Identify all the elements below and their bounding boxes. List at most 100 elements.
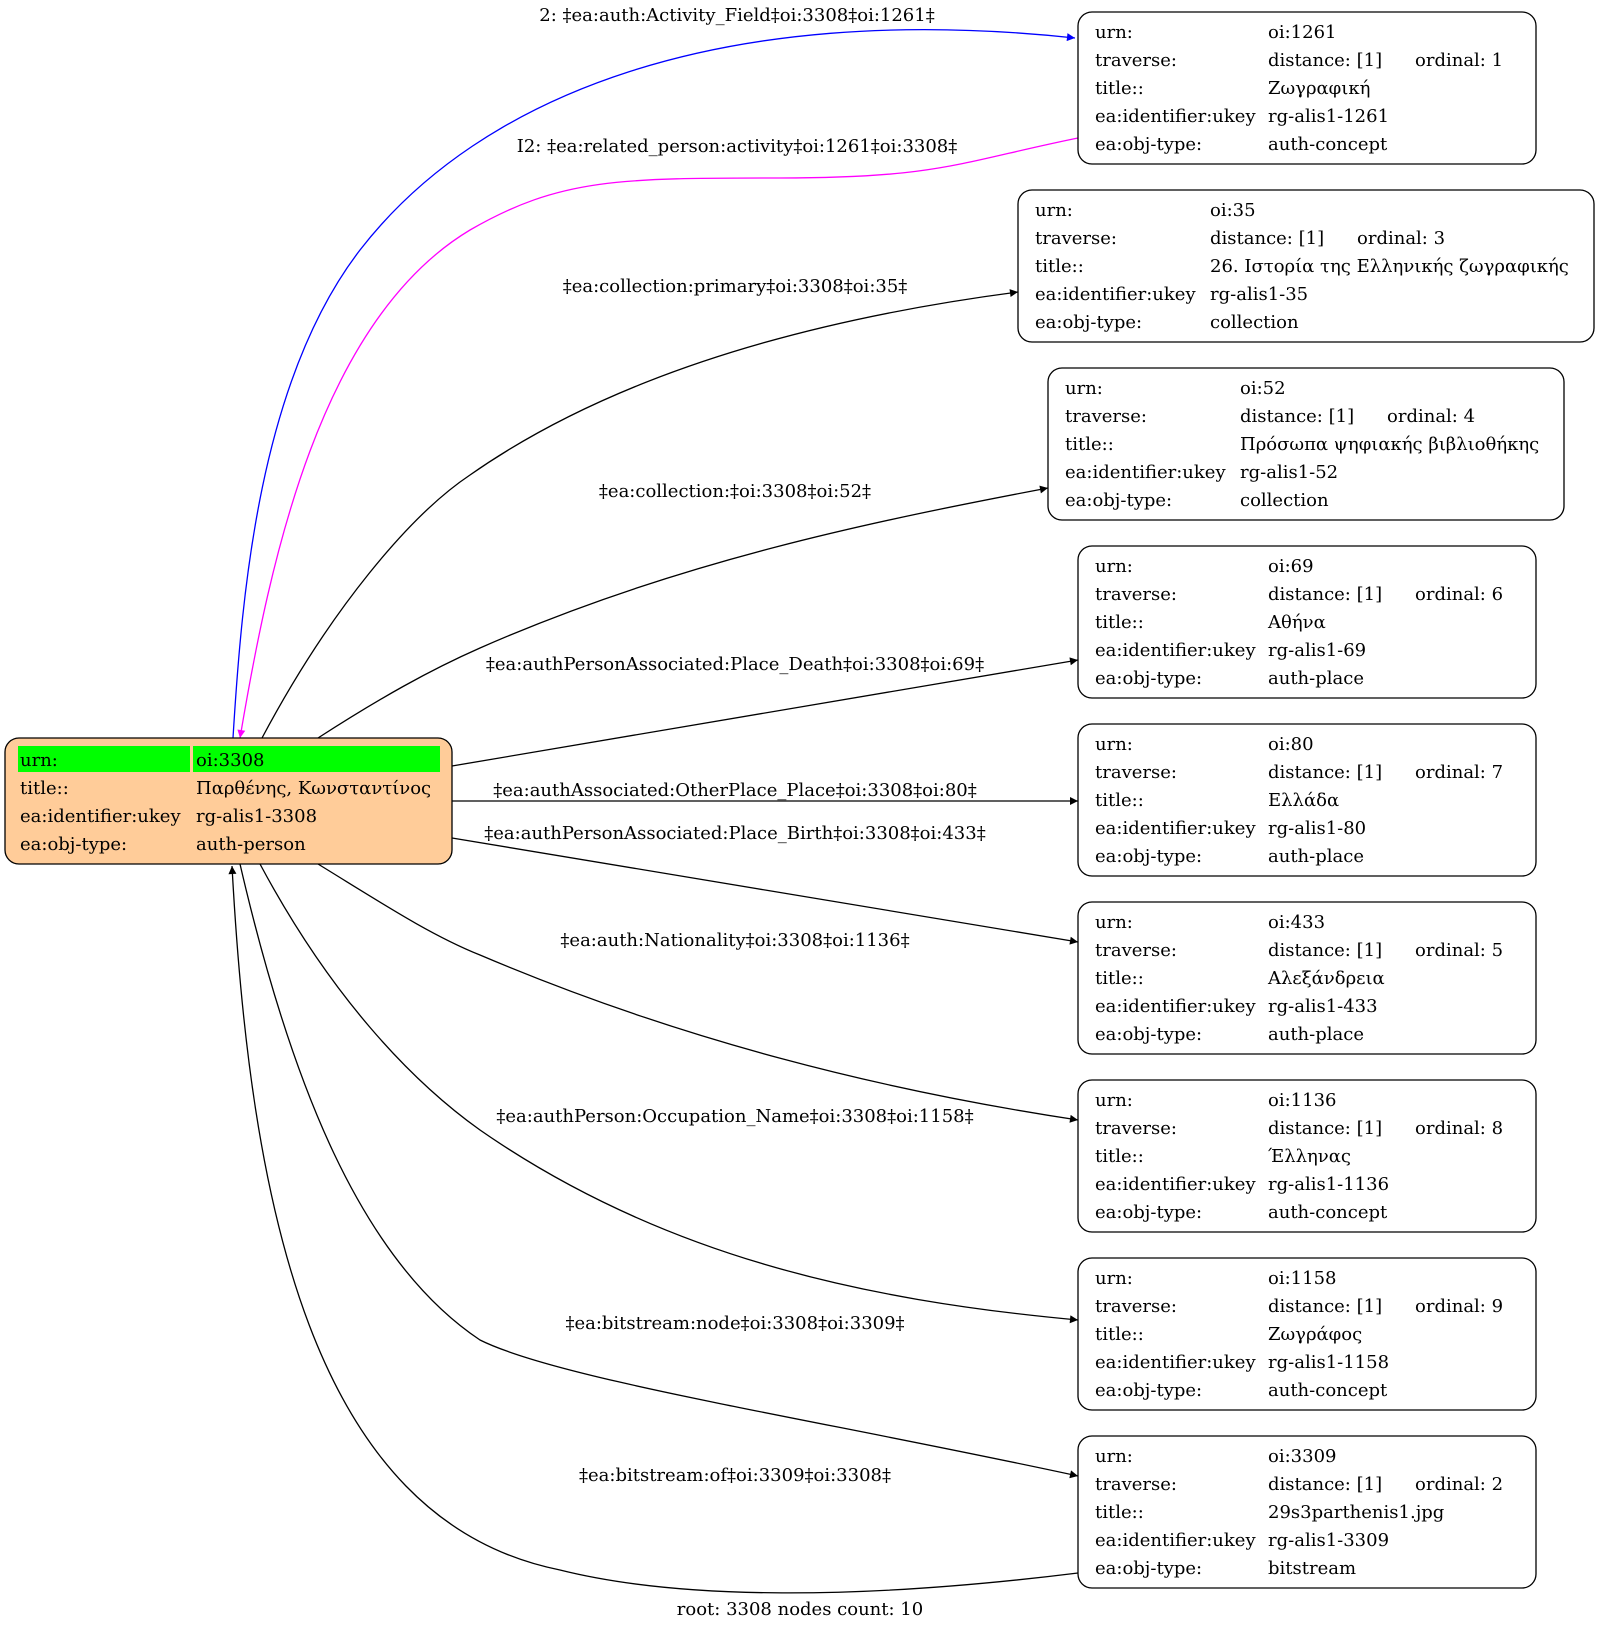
node-ukey-value: rg-alis1-69 bbox=[1268, 640, 1366, 661]
node-ukey-value: rg-alis1-35 bbox=[1210, 284, 1308, 305]
edge-label-collection: ‡ea:collection:‡oi:3308‡oi:52‡ bbox=[599, 481, 871, 502]
root-type-value: auth-person bbox=[196, 834, 306, 855]
root-urn-highlight-key bbox=[18, 746, 190, 772]
node-type-value: auth-place bbox=[1268, 1024, 1364, 1045]
node-type-label: ea:obj-type: bbox=[1095, 668, 1202, 689]
node-title-value: Αθήνα bbox=[1267, 612, 1326, 633]
edge-place-death bbox=[451, 657, 1079, 767]
node-urn-label: urn: bbox=[1035, 200, 1073, 221]
node-urn-value: oi:3309 bbox=[1268, 1446, 1336, 1467]
node-urn-label: urn: bbox=[1095, 556, 1133, 577]
node-type-label: ea:obj-type: bbox=[1095, 1380, 1202, 1401]
node-type-value: collection bbox=[1240, 490, 1329, 511]
node-traverse-label: traverse: bbox=[1065, 406, 1147, 427]
node-urn-label: urn: bbox=[1095, 22, 1133, 43]
node-ukey-label: ea:identifier:ukey bbox=[1095, 996, 1256, 1017]
node-urn-label: urn: bbox=[1065, 378, 1103, 399]
node-urn-value: oi:1136 bbox=[1268, 1090, 1336, 1111]
root-title-label: title:: bbox=[20, 778, 69, 799]
node-title-value: Έλληνας bbox=[1268, 1146, 1351, 1167]
node-box bbox=[1077, 723, 1537, 877]
node-urn-label: urn: bbox=[1095, 1446, 1133, 1467]
node-title-label: title:: bbox=[1095, 968, 1144, 989]
node-title-value: 29s3parthenis1.jpg bbox=[1268, 1502, 1444, 1523]
node-title-value: Αλεξάνδρεια bbox=[1267, 968, 1385, 989]
node-distance-value: distance: [1] bbox=[1268, 940, 1382, 961]
node-type-label: ea:obj-type: bbox=[1095, 1202, 1202, 1223]
node-distance-value: distance: [1] bbox=[1268, 762, 1382, 783]
edge-nationality bbox=[317, 863, 1079, 1123]
node-type-value: bitstream bbox=[1268, 1558, 1356, 1579]
node-ordinal-value: ordinal: 6 bbox=[1415, 584, 1503, 605]
node-type-value: auth-place bbox=[1268, 668, 1364, 689]
node-box bbox=[1077, 1257, 1537, 1411]
edge-label-other-place: ‡ea:authAssociated:OtherPlace_Place‡oi:3… bbox=[493, 780, 977, 801]
node-ordinal-value: ordinal: 3 bbox=[1357, 228, 1445, 249]
node-title-label: title:: bbox=[1095, 1146, 1144, 1167]
edge-labels-layer: 2: ‡ea:auth:Activity_Field‡oi:3308‡oi:12… bbox=[484, 5, 985, 1486]
node-type-value: auth-concept bbox=[1268, 1202, 1388, 1223]
edge-label-place-birth: ‡ea:authPersonAssociated:Place_Birth‡oi:… bbox=[484, 823, 985, 844]
node-title-label: title:: bbox=[1095, 790, 1144, 811]
node-box bbox=[1017, 189, 1595, 343]
root-title-value: Παρθένης, Κωνσταντίνος bbox=[196, 778, 431, 799]
node-traverse-label: traverse: bbox=[1095, 940, 1177, 961]
node-ukey-label: ea:identifier:ukey bbox=[1095, 640, 1256, 661]
node-urn-value: oi:433 bbox=[1268, 912, 1325, 933]
node-ordinal-value: ordinal: 9 bbox=[1415, 1296, 1503, 1317]
node-ordinal-value: ordinal: 5 bbox=[1415, 940, 1503, 961]
node-traverse-label: traverse: bbox=[1095, 584, 1177, 605]
node-box bbox=[1047, 367, 1565, 521]
node-type-label: ea:obj-type: bbox=[1095, 1024, 1202, 1045]
node-ordinal-value: ordinal: 1 bbox=[1415, 50, 1503, 71]
node-type-label: ea:obj-type: bbox=[1095, 1558, 1202, 1579]
root-urn-label: urn: bbox=[20, 750, 58, 771]
edge-occupation bbox=[259, 863, 1079, 1324]
node-title-label: title:: bbox=[1095, 78, 1144, 99]
node-ukey-label: ea:identifier:ukey bbox=[1095, 818, 1256, 839]
edges-layer bbox=[228, 29, 1079, 1594]
node-type-value: auth-concept bbox=[1268, 134, 1388, 155]
node-ukey-value: rg-alis1-433 bbox=[1268, 996, 1378, 1017]
node-title-value: Ελλάδα bbox=[1268, 790, 1339, 811]
node-title-value: Ζωγράφος bbox=[1268, 1324, 1362, 1345]
root-ukey-value: rg-alis1-3308 bbox=[196, 806, 317, 827]
edge-collection-primary bbox=[261, 289, 1019, 739]
edge-label-occupation: ‡ea:authPerson:Occupation_Name‡oi:3308‡o… bbox=[496, 1106, 973, 1127]
node-ukey-label: ea:identifier:ukey bbox=[1065, 462, 1226, 483]
node-title-label: title:: bbox=[1095, 1502, 1144, 1523]
node-urn-label: urn: bbox=[1095, 1090, 1133, 1111]
root-ukey-label: ea:identifier:ukey bbox=[20, 806, 181, 827]
edge-bitstream-of bbox=[228, 865, 1079, 1594]
edge-bitstream-node bbox=[239, 863, 1079, 1479]
edge-label-activity-field: 2: ‡ea:auth:Activity_Field‡oi:3308‡oi:12… bbox=[539, 5, 934, 26]
node-box bbox=[1077, 1079, 1537, 1233]
node-type-value: auth-concept bbox=[1268, 1380, 1388, 1401]
node-urn-value: oi:80 bbox=[1268, 734, 1314, 755]
node-urn-value: oi:1158 bbox=[1268, 1268, 1336, 1289]
node-ukey-value: rg-alis1-1136 bbox=[1268, 1174, 1389, 1195]
edge-label-collection-primary: ‡ea:collection:primary‡oi:3308‡oi:35‡ bbox=[563, 276, 908, 297]
node-type-label: ea:obj-type: bbox=[1095, 134, 1202, 155]
edge-label-related-person-activity: I2: ‡ea:related_person:activity‡oi:1261‡… bbox=[517, 136, 958, 157]
node-title-label: title:: bbox=[1095, 612, 1144, 633]
node-ukey-value: rg-alis1-80 bbox=[1268, 818, 1366, 839]
node-type-label: ea:obj-type: bbox=[1065, 490, 1172, 511]
node-urn-value: oi:69 bbox=[1268, 556, 1314, 577]
node-type-value: auth-place bbox=[1268, 846, 1364, 867]
root-node[interactable]: urn: oi:3308 title:: Παρθένης, Κωνσταντί… bbox=[4, 737, 453, 865]
node-traverse-label: traverse: bbox=[1095, 762, 1177, 783]
node-title-label: title:: bbox=[1065, 434, 1114, 455]
node-box bbox=[1077, 1435, 1537, 1589]
